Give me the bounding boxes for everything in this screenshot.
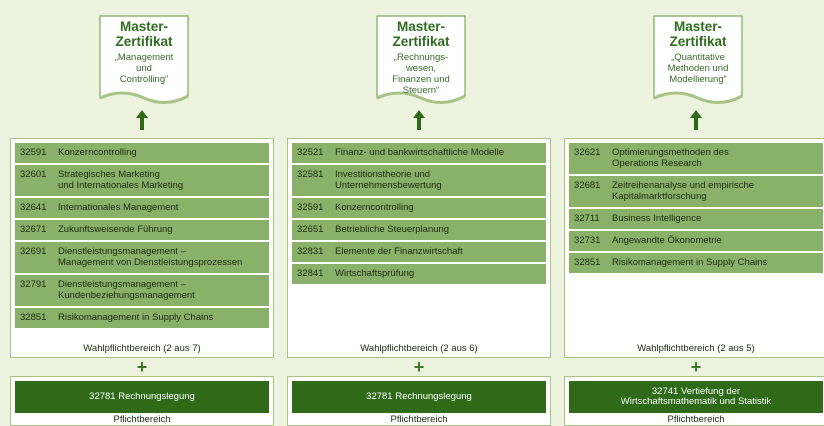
course-number: 32681 [574,180,601,191]
elective-label: Wahlpflichtbereich (2 aus 6) [360,343,478,354]
course-item: 32671 Zukunftsweisende Führung [15,220,269,240]
course-item: 32621 Optimierungsmethoden des Operations… [569,143,823,174]
course-title: Investitionstheorie und Unternehmensbewe… [335,169,442,191]
course-item: 32591 Konzerncontrolling [292,198,546,218]
course-number: 32841 [297,268,324,279]
document-icon [653,15,743,104]
course-item: 32581 Investitionstheorie und Unternehmen… [292,165,546,196]
course-number: 32851 [574,257,601,268]
elective-label: Wahlpflichtbereich (2 aus 7) [83,343,201,354]
elective-area: 32521 Finanz- und bankwirtschaftliche Mod… [287,138,551,358]
course-title: Betriebliche Steuerplanung [335,224,450,235]
course-number: 32601 [20,169,47,180]
mandatory-course: 32781 Rechnungslegung [15,381,269,413]
course-title: Internationales Management [58,202,179,213]
course-number: 32521 [297,147,324,158]
elective-area: 32621 Optimierungsmethoden des Operations… [564,138,824,358]
course-title: Risikomanagement in Supply Chains [612,257,768,268]
course-item: 32641 Internationales Management [15,198,269,218]
course-title: Wirtschaftsprüfung [335,268,415,279]
course-number: 32581 [297,169,324,180]
certificate-subtitle: „Management und Controlling“ [114,52,174,85]
course-title: Konzerncontrolling [58,147,137,158]
document-icon [376,15,466,104]
course-title: Business Intelligence [612,213,702,224]
certificate-subtitle: „Quantitative Methoden und Modellierung“ [667,52,729,85]
course-number: 32641 [20,202,47,213]
course-number: 32651 [297,224,324,235]
certificate-column-accounting: Master- Zertifikat „Rechnungs- wesen, Fi… [287,0,551,426]
certificate-column-management: Master- Zertifikat „Management und Contr… [10,0,274,426]
course-item: 32851 Risikomanagement in Supply Chains [15,308,269,328]
document-icon [99,15,189,104]
certificate-title: Master- Zertifikat [392,19,450,49]
arrow-up-icon [690,110,702,130]
course-item: 32651 Betriebliche Steuerplanung [292,220,546,240]
course-item: 32831 Elemente der Finanzwirtschaft [292,242,546,262]
mandatory-area: 32741 Vertiefung der Wirtschaftsmathemat… [564,376,824,426]
arrow-up-icon [413,110,425,130]
course-title: Konzerncontrolling [335,202,414,213]
plus-icon: + [690,357,702,377]
elective-label: Wahlpflichtbereich (2 aus 5) [637,343,755,354]
course-number: 32671 [20,224,47,235]
course-number: 32851 [20,312,47,323]
course-item: 32591 Konzerncontrolling [15,143,269,163]
mandatory-label: Pflichtbereich [667,414,725,425]
course-item: 32681 Zeitreihenanalyse und empirische Ka… [569,176,823,207]
plus-icon: + [136,357,148,377]
course-title: Risikomanagement in Supply Chains [58,312,214,323]
course-title: Dienstleistungsmanagement – Management v… [58,246,243,268]
certificate-document: Master- Zertifikat „Rechnungs- wesen, Fi… [375,14,467,108]
certificate-title: Master- Zertifikat [115,19,173,49]
mandatory-course: 32741 Vertiefung der Wirtschaftsmathemat… [569,381,823,413]
course-number: 32691 [20,246,47,257]
course-item: 32731 Angewandte Ökonometrie [569,231,823,251]
course-number: 32711 [574,213,600,224]
course-number: 32591 [20,147,47,158]
course-number: 32621 [574,147,601,158]
mandatory-area: 32781 Rechnungslegung Pflichtbereich [10,376,274,426]
mandatory-label: Pflichtbereich [390,414,448,425]
course-number: 32791 [20,279,47,290]
mandatory-course: 32781 Rechnungslegung [292,381,546,413]
plus-icon: + [413,357,425,377]
certificate-document: Master- Zertifikat „Quantitative Methode… [652,14,744,108]
course-title: Dienstleistungsmanagement – Kundenbezieh… [58,279,195,301]
course-title: Zeitreihenanalyse und empirische Kapital… [612,180,755,202]
course-title: Finanz- und bankwirtschaftliche Modelle [335,147,504,158]
course-number: 32831 [297,246,324,257]
course-item: 32691 Dienstleistungsmanagement – Managem… [15,242,269,273]
certificate-title: Master- Zertifikat [669,19,727,49]
arrow-up-icon [136,110,148,130]
mandatory-label: Pflichtbereich [113,414,171,425]
course-item: 32601 Strategisches Marketing und Interna… [15,165,269,196]
course-item: 32791 Dienstleistungsmanagement – Kundenb… [15,275,269,306]
course-item: 32521 Finanz- und bankwirtschaftliche Mod… [292,143,546,163]
course-number: 32731 [574,235,601,246]
certificate-column-quantitative: Master- Zertifikat „Quantitative Methode… [564,0,824,426]
certificate-document: Master- Zertifikat „Management und Contr… [98,14,190,108]
certificate-subtitle: „Rechnungs- wesen, Finanzen und Steuern“ [392,52,450,96]
course-title: Elemente der Finanzwirtschaft [335,246,463,257]
course-item: 32841 Wirtschaftsprüfung [292,264,546,284]
course-item: 32851 Risikomanagement in Supply Chains [569,253,823,273]
course-title: Angewandte Ökonometrie [612,235,722,246]
course-title: Zukunftsweisende Führung [58,224,173,235]
elective-area: 32591 Konzerncontrolling 32601 Strategisch… [10,138,274,358]
course-item: 32711 Business Intelligence [569,209,823,229]
course-title: Strategisches Marketing und Internationa… [58,169,184,191]
mandatory-area: 32781 Rechnungslegung Pflichtbereich [287,376,551,426]
course-number: 32591 [297,202,324,213]
course-title: Optimierungsmethoden des Operations Rese… [612,147,729,169]
